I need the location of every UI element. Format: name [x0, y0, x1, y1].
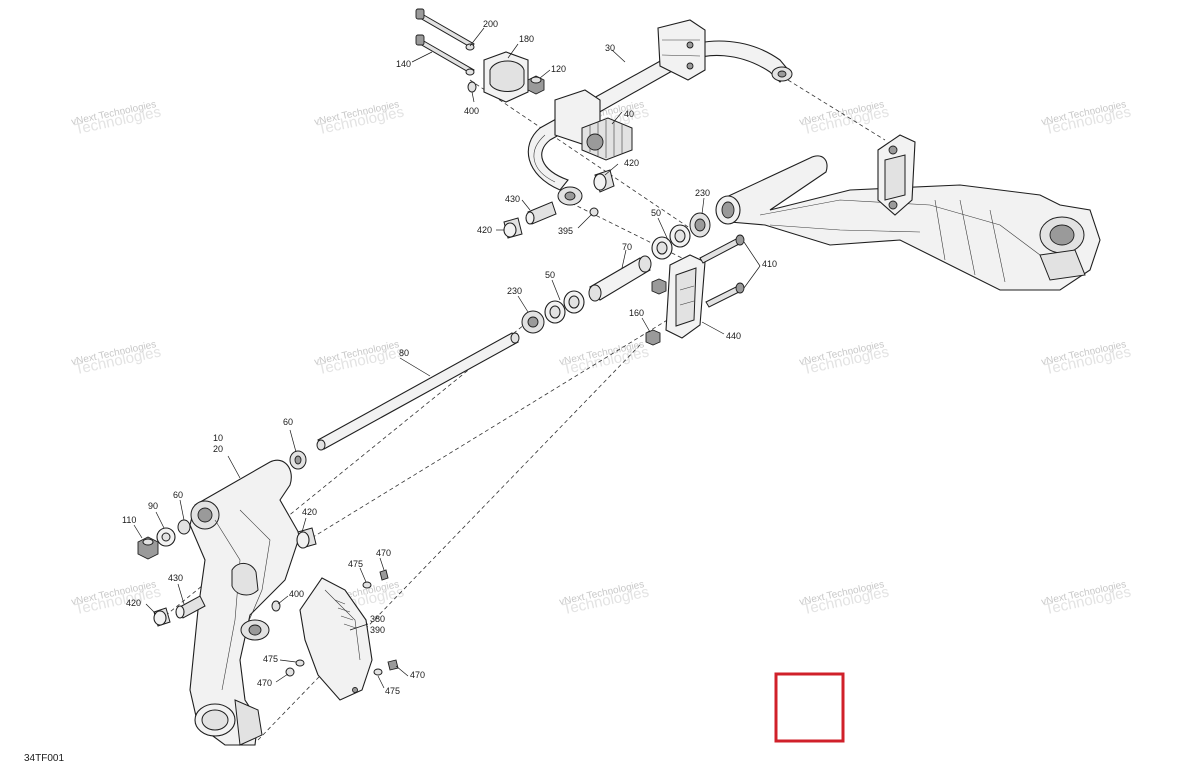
label-160: 160 [629, 308, 644, 318]
bushing-420-b [503, 217, 523, 239]
spacer-430-lower [175, 595, 206, 619]
label-475-c: 475 [385, 686, 400, 696]
washer-90 [156, 527, 176, 547]
washer-475-a [362, 581, 372, 589]
leader-lines [133, 27, 761, 689]
washer-60-upper [289, 450, 307, 470]
label-120-top: 120 [551, 64, 566, 74]
bushing-420-lower [296, 527, 317, 549]
label-200: 200 [483, 19, 498, 29]
bolt-470-a [379, 569, 389, 581]
label-380: 380 [370, 614, 385, 624]
bearing-50-lower-b [544, 300, 566, 324]
washer-475-c [373, 668, 383, 676]
bushing-420-a [593, 169, 615, 193]
watermark-10: vNext Technologies Technologies [70, 579, 162, 618]
label-40: 40 [624, 109, 634, 119]
stabilizer-bar-30 [527, 19, 793, 191]
bracket-440 [665, 254, 706, 339]
bushing-420-left [153, 607, 171, 627]
label-60-lower: 60 [173, 490, 183, 500]
link-end-395 [557, 186, 599, 217]
label-470-c: 470 [410, 670, 425, 680]
washer-475-b [295, 659, 305, 667]
label-20: 20 [213, 444, 223, 454]
sleeve-70 [588, 255, 652, 302]
bolt-410-b [705, 282, 745, 308]
watermark-13: vNext Technologies Technologies [798, 579, 890, 618]
label-140: 140 [396, 59, 411, 69]
nut-160 [645, 329, 661, 346]
bolt-200 [415, 8, 475, 51]
nut-120-mid [651, 278, 667, 295]
label-50-upper: 50 [651, 208, 661, 218]
bearing-50-upper-a [669, 224, 691, 248]
label-60-upper: 60 [283, 417, 293, 427]
label-230-upper: 230 [695, 188, 710, 198]
label-400-top: 400 [464, 106, 479, 116]
nut-400-lower [271, 600, 281, 612]
nut-110 [137, 536, 159, 560]
bolt-470-c [387, 659, 399, 671]
label-440: 440 [726, 331, 741, 341]
label-400-lower: 400 [289, 589, 304, 599]
label-70: 70 [622, 242, 632, 252]
washer-60-lower [177, 519, 191, 535]
watermark-4: vNext Technologies Technologies [1040, 99, 1132, 138]
label-430-top: 430 [505, 194, 520, 204]
label-10: 10 [213, 433, 223, 443]
watermark-1: vNext Technologies Technologies [313, 99, 405, 138]
label-90: 90 [148, 501, 158, 511]
label-50-lower: 50 [545, 270, 555, 280]
label-470-b: 470 [257, 678, 272, 688]
label-475-b: 475 [263, 654, 278, 664]
pivot-shaft-80 [316, 332, 520, 451]
label-395: 395 [558, 226, 573, 236]
label-420-left: 420 [126, 598, 141, 608]
label-230-lower: 230 [507, 286, 522, 296]
label-110: 110 [122, 515, 136, 525]
watermark-0: vNext Technologies Technologies [70, 99, 162, 138]
bushing-clamp-180 [483, 51, 529, 103]
watermark-12: vNext Technologies Technologies [558, 579, 650, 618]
label-410: 410 [762, 259, 777, 269]
label-430-lower: 430 [168, 573, 183, 583]
label-390: 390 [370, 625, 385, 635]
label-420-lower: 420 [302, 507, 317, 517]
label-80: 80 [399, 348, 409, 358]
watermark-7: vNext Technologies Technologies [558, 339, 650, 378]
bearing-230-upper [689, 212, 711, 238]
label-470-a: 470 [376, 548, 391, 558]
highlight-box [774, 672, 845, 743]
label-180: 180 [519, 34, 534, 44]
bearing-50-upper-b [651, 236, 673, 260]
watermark-3: vNext Technologies Technologies [798, 99, 890, 138]
watermark-14: vNext Technologies Technologies [1040, 579, 1132, 618]
label-30: 30 [605, 43, 615, 53]
label-475-a: 475 [348, 559, 363, 569]
watermark-9: vNext Technologies Technologies [1040, 339, 1132, 378]
stabilizer-bushing-40 [581, 117, 633, 161]
watermark-6: vNext Technologies Technologies [313, 339, 405, 378]
trailing-arm-lower [189, 459, 301, 746]
watermark-8: vNext Technologies Technologies [798, 339, 890, 378]
nut-400-top [467, 81, 477, 93]
part-labels: 200 180 140 120 400 30 40 420 430 420 39… [122, 19, 777, 696]
nut-120-top [527, 75, 545, 95]
label-420-b: 420 [477, 225, 492, 235]
bearing-50-lower-a [563, 290, 585, 314]
watermark-5: vNext Technologies Technologies [70, 339, 162, 378]
spacer-430 [525, 201, 557, 225]
shock-bracket [877, 134, 916, 216]
bolt-140 [415, 34, 475, 76]
protector-guard-380 [299, 577, 373, 701]
figure-code: 34TF001 [24, 753, 64, 764]
bearing-230-lower [521, 310, 545, 334]
trailing-arm-upper [715, 155, 1101, 291]
label-420-a: 420 [624, 158, 639, 168]
bolt-410-a [699, 234, 745, 264]
